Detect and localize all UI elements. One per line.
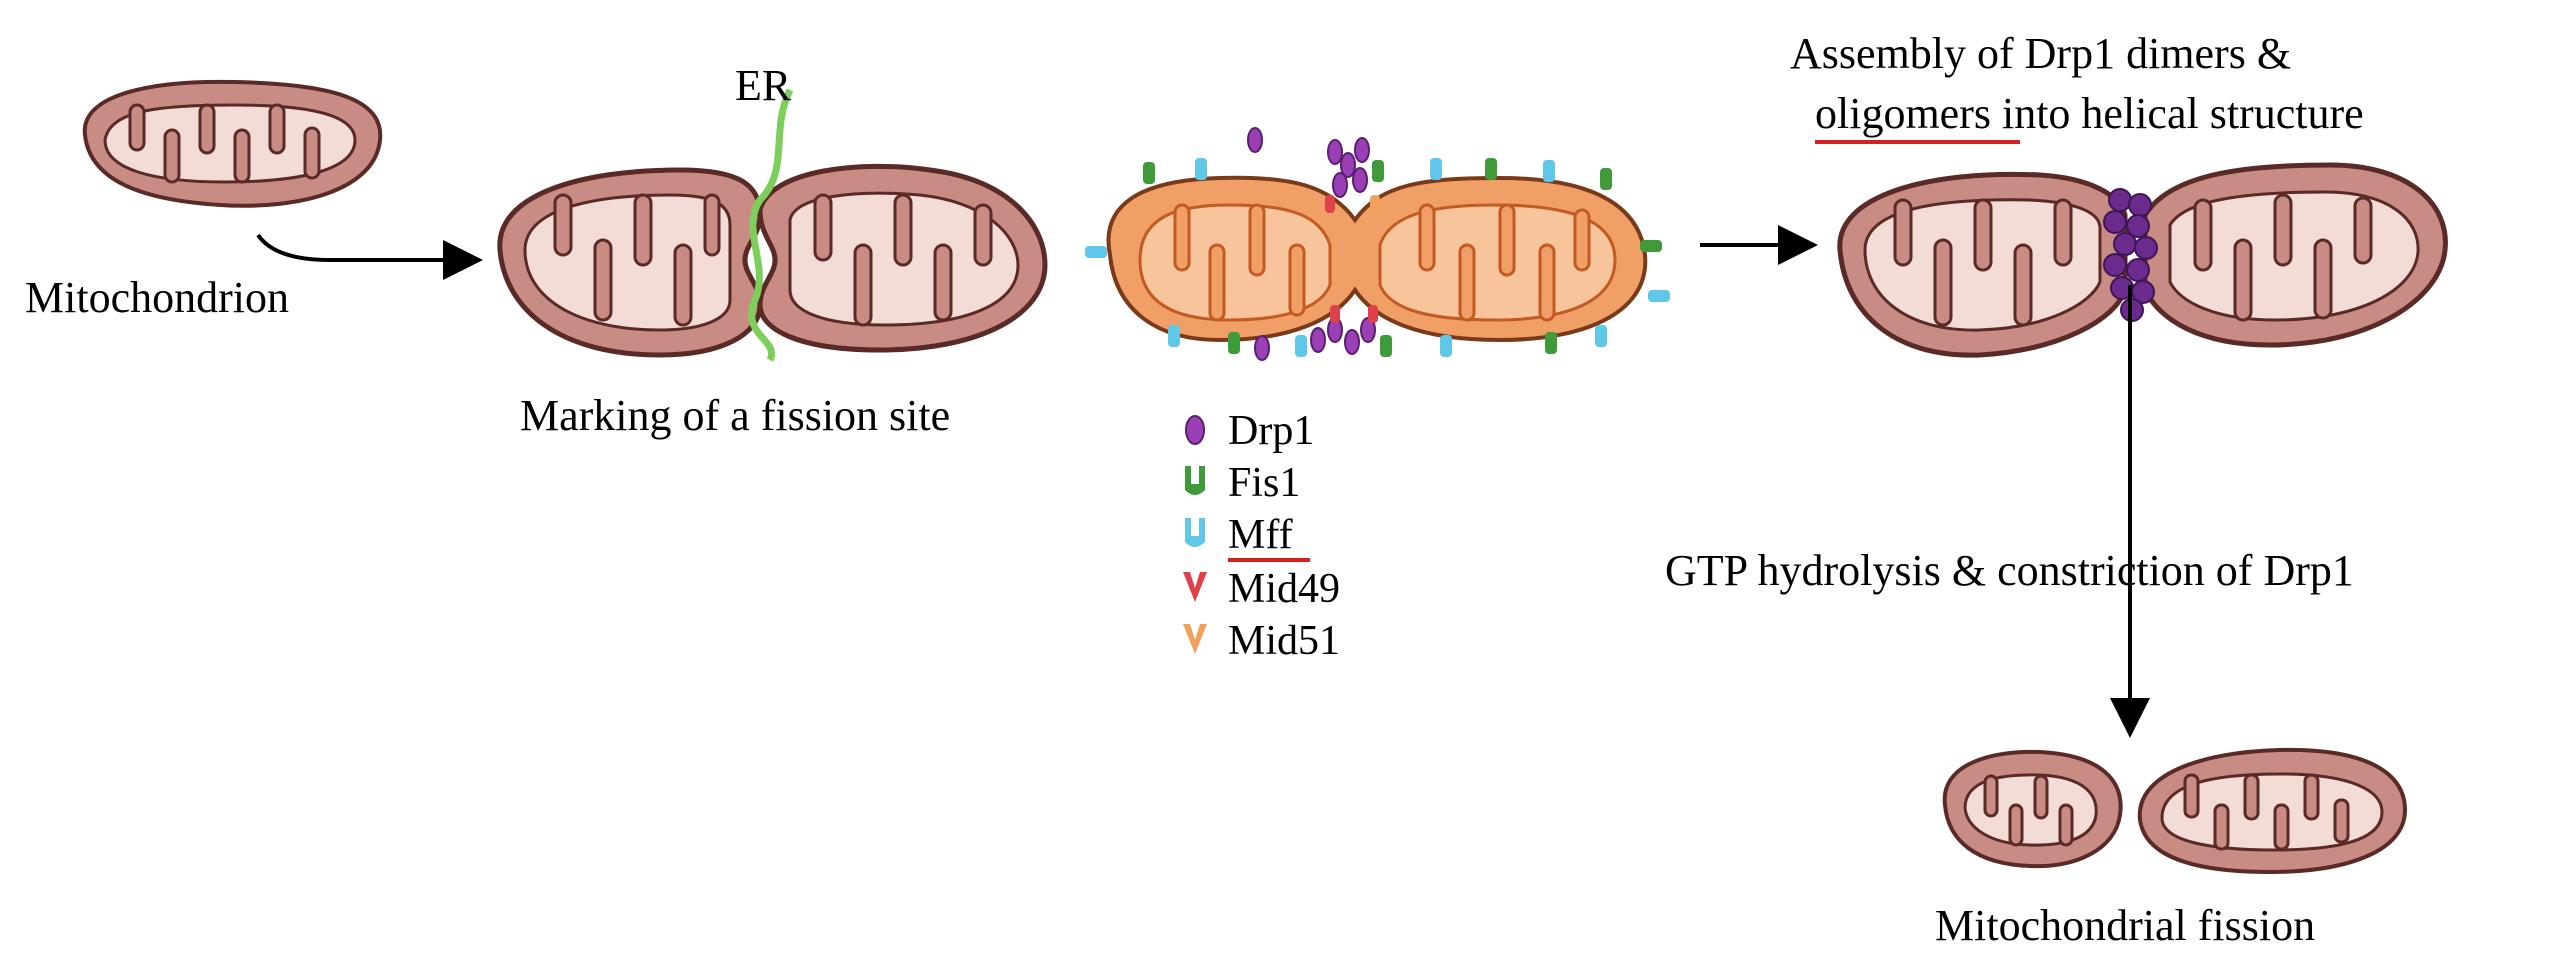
arrow-to-marking: [256, 233, 483, 280]
svg-text:Mff: Mff: [1228, 512, 1293, 558]
mitochondrion-with-receptors: [1085, 127, 1670, 361]
mitochondrion-daughter-left: [1942, 749, 2123, 869]
label-fission: Mitochondrial fission: [1935, 901, 2315, 950]
mitochondrion-image-1: [82, 79, 383, 208]
legend-item-fis1: Fis1: [1185, 460, 1300, 506]
legend-item-mff: Mff: [1185, 512, 1310, 562]
mitochondrion-image-2: [497, 88, 1048, 362]
legend-item-drp1: Drp1: [1185, 408, 1314, 454]
mid49-icon: [1183, 572, 1207, 602]
fis1-icon: [1185, 466, 1205, 495]
mitochondrion-image-3: [1837, 162, 2448, 358]
label-er: ER: [735, 61, 792, 110]
label-marking: Marking of a fission site: [520, 391, 950, 440]
legend-item-mid49: Mid49: [1183, 566, 1340, 612]
mff-icon: [1185, 518, 1205, 547]
label-mitochondrion: Mitochondrion: [25, 273, 289, 322]
drp1-helical-ring: [2103, 188, 2158, 322]
legend: Drp1 Fis1 Mff Mid49 Mid51: [1183, 408, 1340, 664]
label-assembly-rest: into helical structure: [1991, 89, 2364, 138]
legend-item-mid51: Mid51: [1183, 618, 1340, 664]
label-assembly-line2: oligomers into helical structure: [1815, 89, 2364, 138]
drp1-icon: [1185, 415, 1205, 445]
label-oligomers: oligomers: [1815, 89, 1991, 138]
mid51-icon: [1183, 624, 1207, 654]
svg-text:Fis1: Fis1: [1228, 460, 1300, 506]
svg-text:Drp1: Drp1: [1228, 408, 1314, 454]
label-assembly-line1: Assembly of Drp1 dimers &: [1790, 29, 2291, 78]
label-gtp: GTP hydrolysis & constriction of Drp1: [1665, 546, 2354, 595]
svg-text:Mid51: Mid51: [1228, 618, 1340, 664]
mitochondrion-daughter-right: [2137, 747, 2408, 875]
svg-text:Mid49: Mid49: [1228, 566, 1340, 612]
er-tubule: [748, 88, 794, 362]
